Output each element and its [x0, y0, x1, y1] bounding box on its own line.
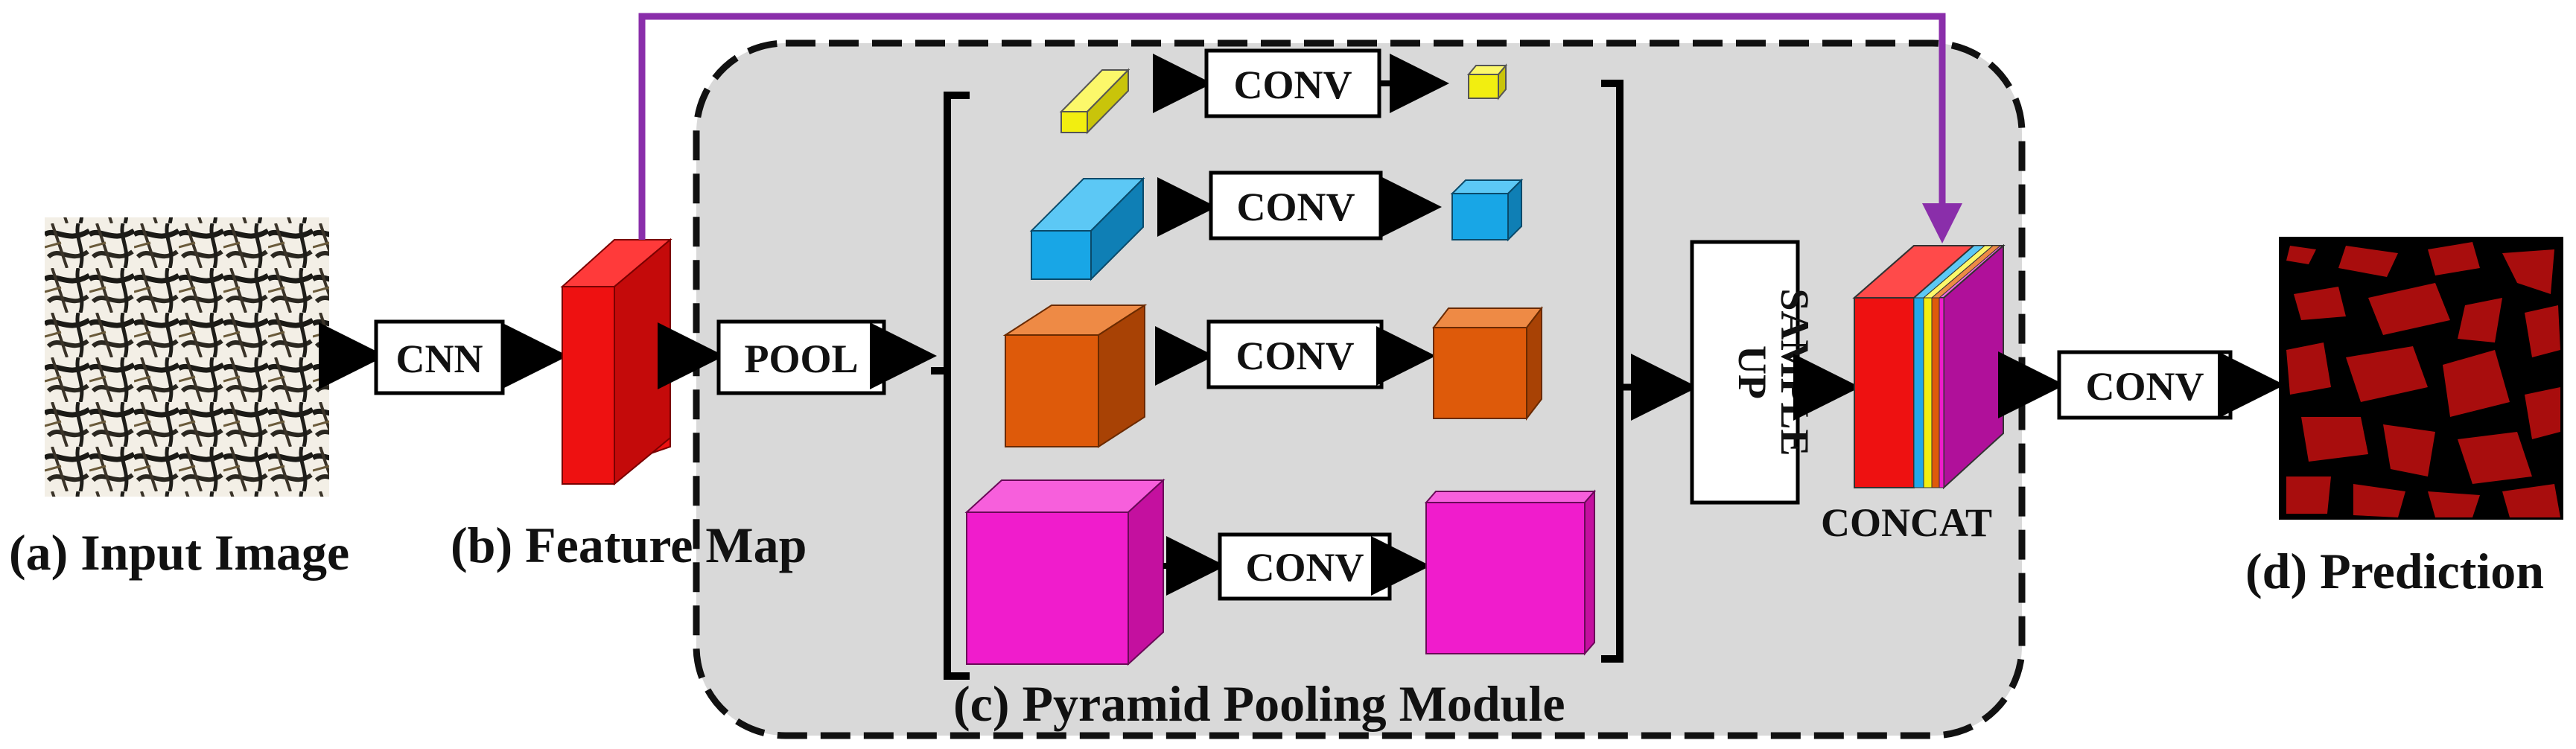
left-bracket [944, 92, 970, 680]
upsample-box: UP SAMPLE [1690, 240, 1817, 505]
blue-cuboid-large [1029, 176, 1145, 281]
right-bracket [1601, 80, 1623, 663]
conv-orange-box: CONV [1206, 319, 1384, 389]
magenta-cuboid-small [1424, 489, 1597, 656]
concat-label: CONCAT [1821, 500, 1992, 545]
label-input-image: (a) Input Image [9, 524, 349, 581]
skip-connection-arrow [638, 13, 1962, 243]
conv-blue-box: CONV [1209, 170, 1383, 240]
orange-cuboid-large [1002, 304, 1148, 448]
yellow-cuboid-small [1466, 63, 1508, 101]
blue-cuboid-small [1450, 178, 1524, 242]
pool-box: POOL [716, 319, 886, 395]
conv-blue-label: CONV [1237, 185, 1355, 229]
yellow-cuboid-large [1059, 68, 1130, 135]
conv-yellow-label: CONV [1234, 63, 1352, 107]
conv-final-box: CONV [2057, 350, 2233, 420]
concat-stack [1852, 243, 2006, 490]
label-ppm: (c) Pyramid Pooling Module [953, 675, 1565, 732]
upsample-label-line1: UP [1730, 345, 1775, 399]
pool-label: POOL [744, 337, 858, 381]
prediction-image [2279, 237, 2563, 520]
conv-orange-label: CONV [1236, 334, 1355, 378]
conv-magenta-label: CONV [1246, 545, 1364, 590]
label-prediction: (d) Prediction [2245, 543, 2544, 599]
cnn-label: CNN [396, 337, 483, 381]
label-feature-map: (b) Feature Map [451, 517, 807, 573]
feature-map-cuboid [560, 238, 672, 486]
orange-cuboid-small [1431, 306, 1544, 421]
conv-final-label: CONV [2086, 364, 2204, 409]
upsample-label-line2: SAMPLE [1772, 288, 1817, 456]
magenta-cuboid-large [964, 478, 1165, 666]
input-image [45, 217, 329, 497]
conv-magenta-box: CONV [1218, 532, 1392, 601]
cnn-box: CNN [374, 319, 505, 395]
conv-yellow-box: CONV [1204, 48, 1381, 118]
